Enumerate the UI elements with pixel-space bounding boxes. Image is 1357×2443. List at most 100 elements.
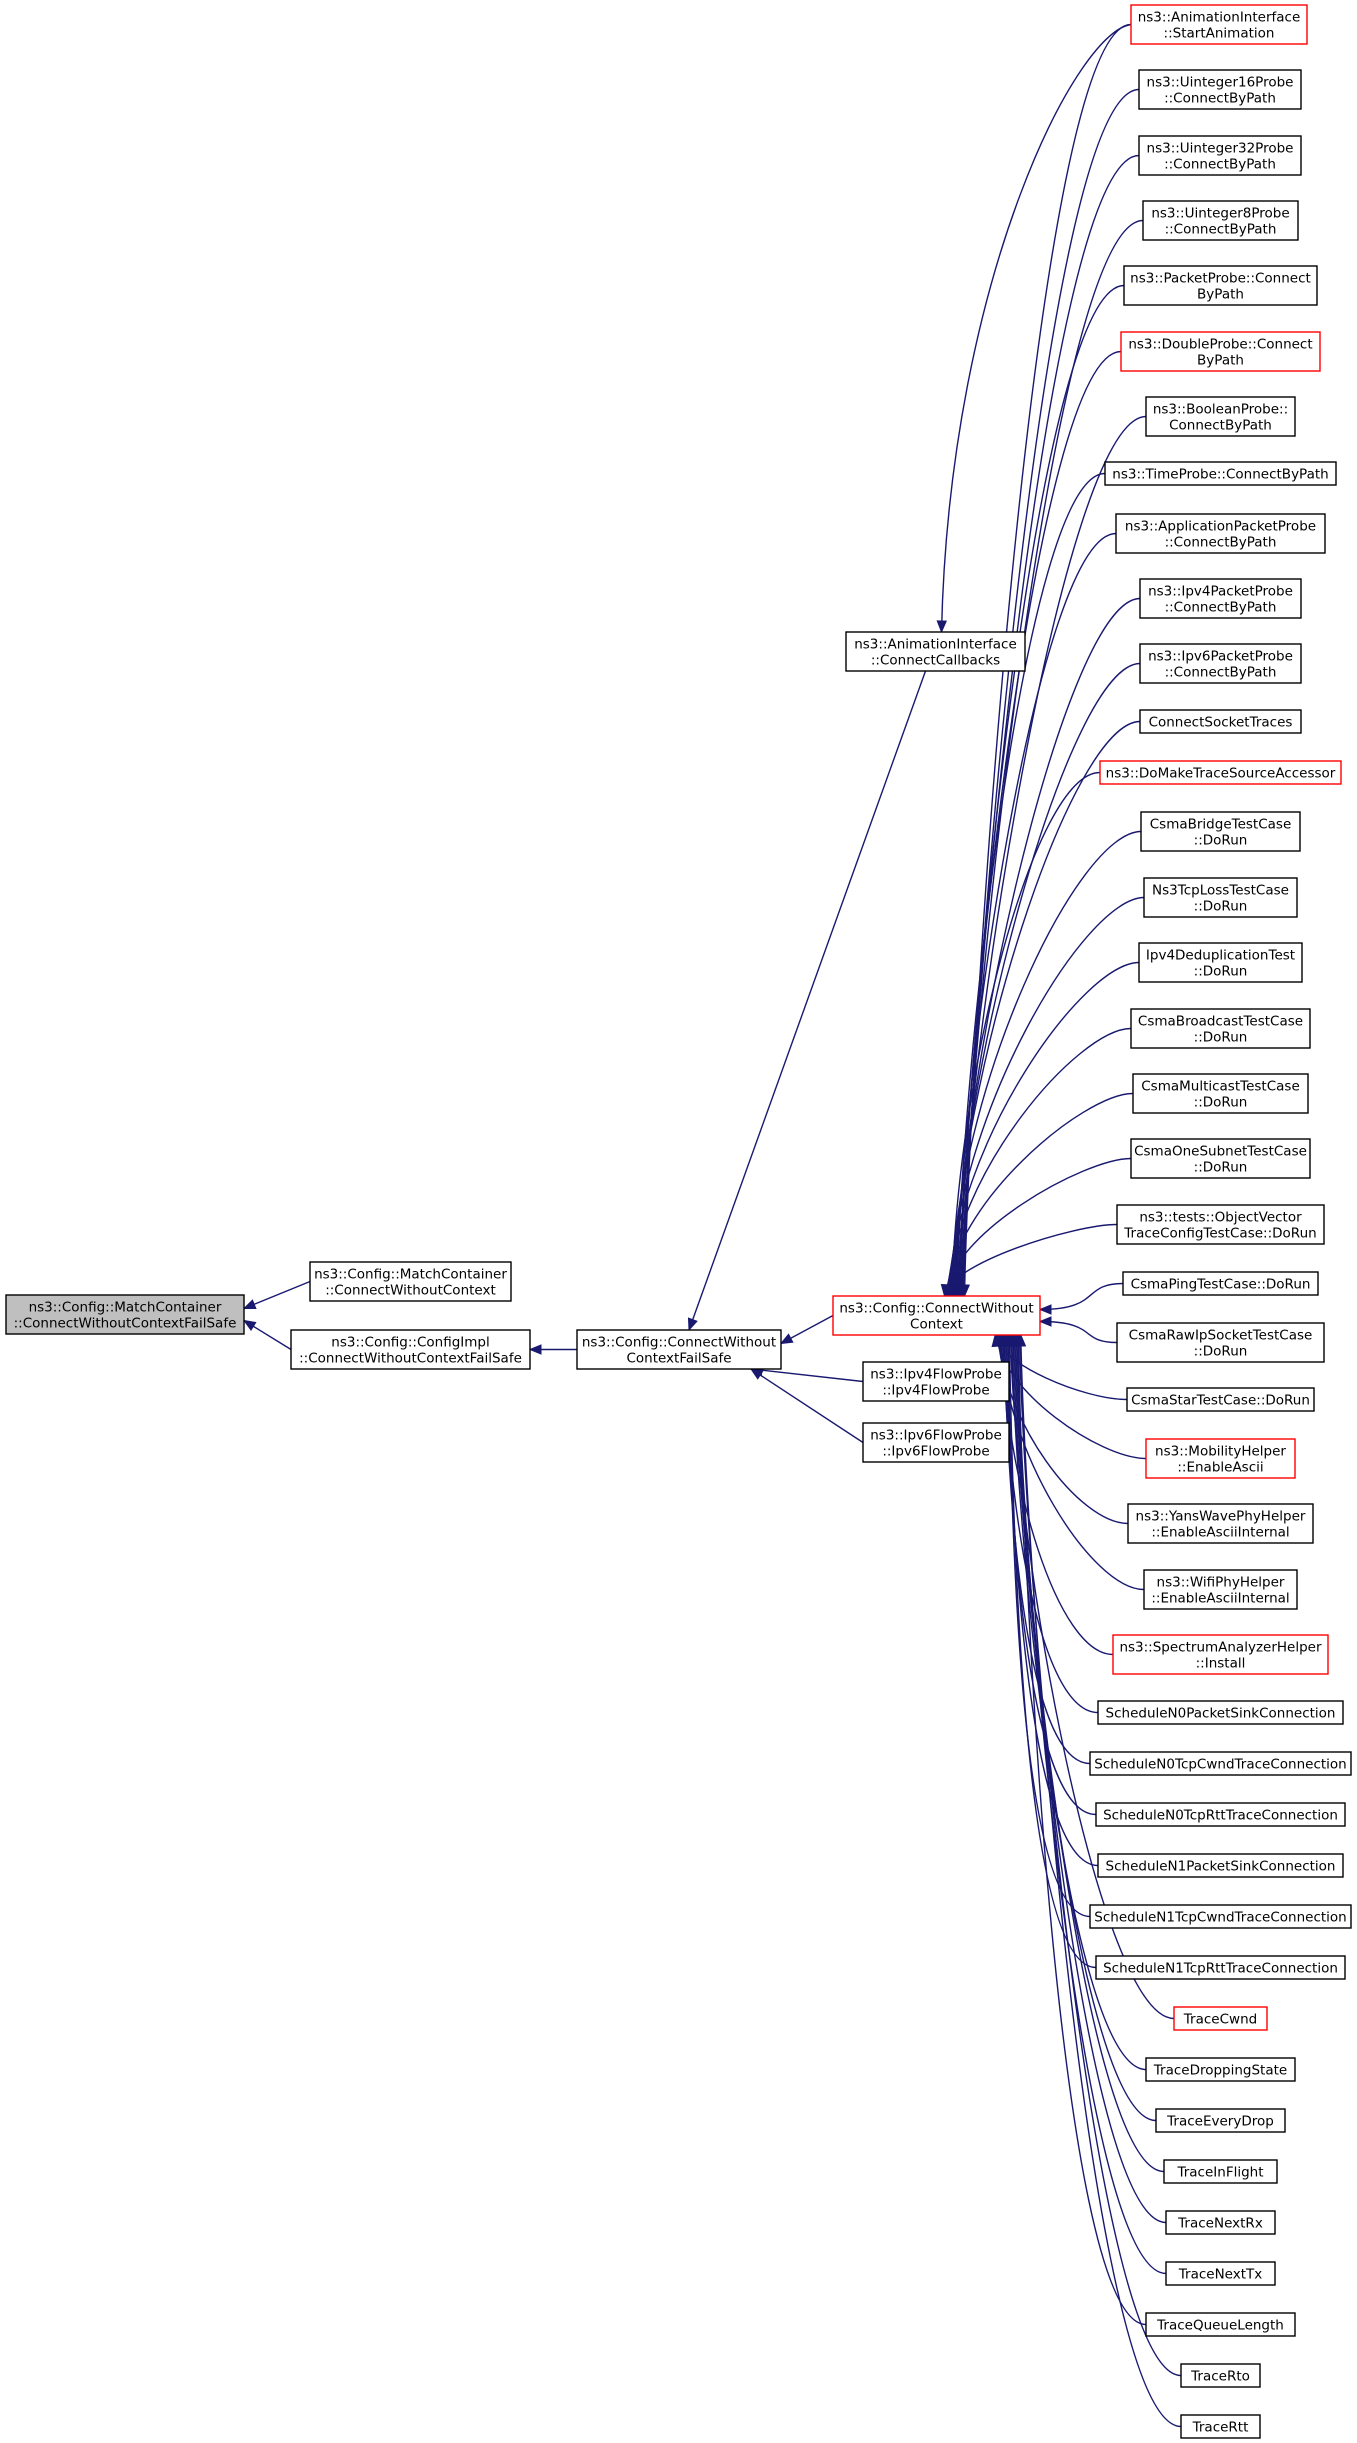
node-doubleprobe[interactable]: ns3::DoubleProbe::ConnectByPath [1120,331,1321,372]
node-match_cwc[interactable]: ns3::Config::MatchContainer::ConnectWith… [309,1261,512,1302]
edge-csmaonesub-to-cfg_cwc [944,1157,1132,1297]
arrowhead-cfg_cwc-to-cfg_cwcfs [779,1333,794,1345]
node-n1cwnd[interactable]: ScheduleN1TcpCwndTraceConnection [1089,1904,1352,1929]
node-box [1095,1802,1346,1827]
node-box [1089,1904,1352,1929]
node-anim_cc[interactable]: ns3::AnimationInterface::ConnectCallback… [845,631,1026,672]
arrowhead-tracertt-to-cfg_cwc [1015,1333,1027,1347]
node-tracenextrx[interactable]: TraceNextRx [1165,2210,1276,2235]
edge-tracequeue-to-cfg_cwc [1017,1334,1147,2326]
node-connsock[interactable]: ConnectSocketTraces [1139,709,1302,734]
node-yanswave[interactable]: ns3::YansWavePhyHelper::EnableAsciiInter… [1127,1503,1314,1544]
node-tracequeue[interactable]: TraceQueueLength [1145,2312,1296,2337]
node-tracerto[interactable]: TraceRto [1180,2363,1261,2388]
node-csmaping[interactable]: CsmaPingTestCase::DoRun [1122,1271,1319,1296]
node-box [1138,69,1302,110]
edge-csmaping-to-cfg_cwc [1039,1282,1124,1311]
node-csmaonesub[interactable]: CsmaOneSubnetTestCase::DoRun [1130,1138,1311,1179]
node-csmarawip[interactable]: CsmaRawIpSocketTestCase::DoRun [1116,1322,1325,1363]
node-mobility[interactable]: ns3::MobilityHelper::EnableAscii [1145,1438,1296,1479]
node-box [1099,760,1342,785]
node-anim_start[interactable]: ns3::AnimationInterface::StartAnimation [1130,4,1308,45]
node-label: ContextFailSafe [626,1351,731,1367]
node-label: ns3::PacketProbe::Connect [1130,271,1311,287]
node-traceinflight[interactable]: TraceInFlight [1163,2159,1278,2184]
node-box [862,1422,1010,1463]
node-n1rtt[interactable]: ScheduleN1TcpRttTraceConnection [1095,1955,1346,1980]
edge-objvector-to-cfg_cwc [943,1223,1118,1297]
node-box [1130,1008,1311,1049]
node-box [1165,2261,1276,2286]
node-tracedrop[interactable]: TraceDroppingState [1145,2057,1296,2082]
edge-doubleprobe-to-cfg_cwc [958,350,1122,1297]
node-timeprobe[interactable]: ns3::TimeProbe::ConnectByPath [1104,461,1337,486]
node-domake[interactable]: ns3::DoMakeTraceSourceAccessor [1099,760,1342,785]
edge-n0cwnd-to-cfg_cwc [1003,1334,1091,1765]
node-box [1138,135,1302,176]
node-box [1139,643,1302,684]
node-packetprobe[interactable]: ns3::PacketProbe::ConnectByPath [1123,265,1318,306]
node-u8[interactable]: ns3::Uinteger8Probe::ConnectByPath [1142,200,1299,241]
node-n1sink[interactable]: ScheduleN1PacketSinkConnection [1097,1853,1344,1878]
node-n0rtt[interactable]: ScheduleN0TcpRttTraceConnection [1095,1802,1346,1827]
node-label: ::EnableAsciiInternal [1151,1591,1289,1607]
node-label: ::DoRun [1194,1095,1248,1111]
node-ipv4dedup[interactable]: Ipv4DeduplicationTest::DoRun [1138,942,1303,983]
edge-boolprobe-to-cfg_cwc [957,415,1147,1297]
node-n0cwnd[interactable]: ScheduleN0TcpCwndTraceConnection [1089,1751,1352,1776]
edge-ipv6flow-to-cfg_cwcfs [750,1368,864,1444]
node-n0sink[interactable]: ScheduleN0PacketSinkConnection [1097,1700,1344,1725]
node-label: Context [910,1317,963,1333]
edge-tracertt-to-cfg_cwc [1020,1334,1182,2428]
node-focus[interactable]: ns3::Config::MatchContainer::ConnectWith… [5,1294,245,1335]
node-boolprobe[interactable]: ns3::BooleanProbe::ConnectByPath [1145,396,1296,437]
node-spectrum[interactable]: ns3::SpectrumAnalyzerHelper::Install [1112,1634,1329,1675]
node-ipv4flow[interactable]: ns3::Ipv4FlowProbe::Ipv4FlowProbe [862,1361,1010,1402]
node-u16[interactable]: ns3::Uinteger16Probe::ConnectByPath [1138,69,1302,110]
node-label: ns3::Uinteger8Probe [1151,206,1289,222]
arrowhead-ipv6flow-to-cfg_cwcfs [749,1368,764,1380]
node-box [832,1295,1041,1336]
node-ipv4packet[interactable]: ns3::Ipv4PacketProbe::ConnectByPath [1139,578,1302,619]
node-box [1130,1138,1311,1179]
node-tracertt[interactable]: TraceRtt [1180,2414,1261,2439]
node-box [1123,265,1318,306]
node-cfg_cwcfs[interactable]: ns3::Config::ConnectWithoutContextFailSa… [576,1329,782,1370]
node-label: TraceNextTx [1178,2267,1263,2283]
edge-csmarawip-to-cfg_cwc [1039,1320,1118,1344]
node-cfg_cwc[interactable]: ns3::Config::ConnectWithoutContext [832,1295,1041,1336]
edge-traceinflight-to-cfg_cwc [1013,1334,1165,2173]
node-apppacket[interactable]: ns3::ApplicationPacketProbe::ConnectByPa… [1115,513,1326,554]
node-label: ::ConnectByPath [1165,222,1277,238]
edge-anim_start-to-anim_cc [940,23,1134,633]
node-objvector[interactable]: ns3::tests::ObjectVectorTraceConfigTestC… [1116,1204,1325,1245]
node-u32[interactable]: ns3::Uinteger32Probe::ConnectByPath [1138,135,1302,176]
node-traceevery[interactable]: TraceEveryDrop [1155,2108,1286,2133]
node-box [1095,1955,1346,1980]
node-tracecwnd[interactable]: TraceCwnd [1173,2006,1268,2031]
node-csmamcast[interactable]: CsmaMulticastTestCase::DoRun [1132,1073,1309,1114]
node-label: ns3::Uinteger16Probe [1147,75,1294,91]
node-tracenexttx[interactable]: TraceNextTx [1165,2261,1276,2286]
node-label: ns3::WifiPhyHelper [1157,1575,1285,1591]
node-label: CsmaPingTestCase::DoRun [1131,1277,1311,1293]
node-box [1145,396,1296,437]
node-label: ScheduleN0TcpRttTraceConnection [1103,1808,1338,1824]
arrowhead-match_cwc-to-focus [242,1299,257,1309]
node-ipv6flow[interactable]: ns3::Ipv6FlowProbe::Ipv6FlowProbe [862,1422,1010,1463]
node-impl_cwcfs[interactable]: ns3::Config::ConfigImpl::ConnectWithoutC… [290,1329,531,1370]
node-csmabcast[interactable]: CsmaBroadcastTestCase::DoRun [1130,1008,1311,1049]
node-label: ns3::ApplicationPacketProbe [1125,519,1316,535]
node-label: TraceRtt [1192,2420,1249,2436]
node-ipv6packet[interactable]: ns3::Ipv6PacketProbe::ConnectByPath [1139,643,1302,684]
node-box [1180,2414,1261,2439]
edge-ipv4dedup-to-cfg_cwc [948,961,1140,1297]
node-box [1145,1438,1296,1479]
node-ns3tcploss[interactable]: Ns3TcpLossTestCase::DoRun [1143,877,1298,918]
edge-u32-to-cfg_cwc [961,154,1140,1297]
node-csmabridge[interactable]: CsmaBridgeTestCase::DoRun [1140,811,1301,852]
node-box [1097,1853,1344,1878]
node-wifiphy[interactable]: ns3::WifiPhyHelper::EnableAsciiInternal [1143,1569,1298,1610]
node-csmastar[interactable]: CsmaStarTestCase::DoRun [1126,1387,1315,1412]
node-label: ScheduleN0TcpCwndTraceConnection [1094,1757,1346,1773]
